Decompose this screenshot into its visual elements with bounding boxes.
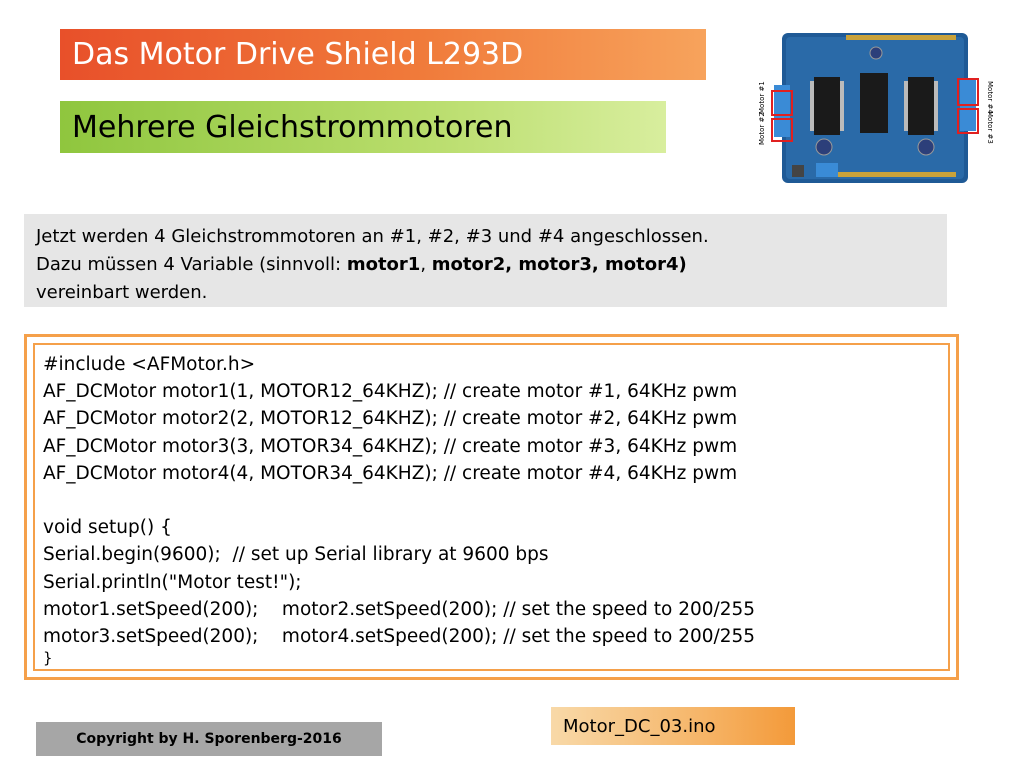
motor-shield-photo: Motor #1 Motor #2 Motor #4 Motor #3	[756, 29, 994, 189]
intro-textbox: Jetzt werden 4 Gleichstrommotoren an #1,…	[24, 214, 947, 307]
code-line-include: #include <AFMotor.h>	[43, 354, 256, 375]
intro-line-2-sep: ,	[420, 254, 432, 275]
code-line-serial-println: Serial.println("Motor test!");	[43, 571, 302, 593]
code-line-motor1: AF_DCMotor motor1(1, MOTOR12_64KHZ); // …	[43, 381, 738, 403]
code-frame: #include <AFMotor.h> AF_DCMotor motor1(1…	[24, 334, 959, 680]
board-label-motor4: Motor #4	[986, 81, 994, 114]
board-label-motor3: Motor #3	[986, 111, 994, 144]
intro-line-2-rest: motor2, motor3, motor4)	[431, 254, 687, 275]
filename-label: Motor_DC_03.ino	[551, 707, 795, 745]
board-label-motor2: Motor #2	[758, 112, 766, 145]
code-line-blank	[43, 487, 948, 514]
code-line-motor2: AF_DCMotor motor2(2, MOTOR12_64KHZ); // …	[43, 408, 738, 430]
code-line-motor3: AF_DCMotor motor3(3, MOTOR34_64KHZ); // …	[43, 435, 738, 457]
intro-line-2-prefix: Dazu müssen 4 Variable (sinnvoll:	[36, 254, 347, 275]
code-line-close-brace: }	[43, 649, 53, 668]
intro-line-3: vereinbart werden.	[36, 282, 208, 303]
board-label-motor1: Motor #1	[758, 81, 766, 114]
filename-text: Motor_DC_03.ino	[563, 715, 716, 737]
intro-line-2: Dazu müssen 4 Variable (sinnvoll: motor1…	[36, 251, 935, 279]
code-line-motor4: AF_DCMotor motor4(4, MOTOR34_64KHZ); // …	[43, 462, 738, 484]
intro-line-1: Jetzt werden 4 Gleichstrommotoren an #1,…	[36, 226, 709, 247]
code-line-serial-begin: Serial.begin(9600); // set up Serial lib…	[43, 544, 549, 566]
code-line-setup: void setup() {	[43, 517, 172, 539]
copyright-text: Copyright by H. Sporenberg-2016	[76, 731, 342, 747]
slide-title-text: Das Motor Drive Shield L293D	[72, 37, 524, 72]
intro-line-2-motor1: motor1	[346, 254, 421, 275]
slide-title: Das Motor Drive Shield L293D	[60, 29, 706, 80]
copyright-footer: Copyright by H. Sporenberg-2016	[36, 722, 382, 756]
slide-subtitle: Mehrere Gleichstrommotoren	[60, 101, 666, 153]
slide-subtitle-text: Mehrere Gleichstrommotoren	[72, 109, 513, 145]
code-line-setspeed-2: motor3.setSpeed(200); motor4.setSpeed(20…	[43, 625, 756, 647]
code-block: #include <AFMotor.h> AF_DCMotor motor1(1…	[33, 343, 950, 671]
code-line-setspeed-1: motor1.setSpeed(200); motor2.setSpeed(20…	[43, 598, 756, 620]
